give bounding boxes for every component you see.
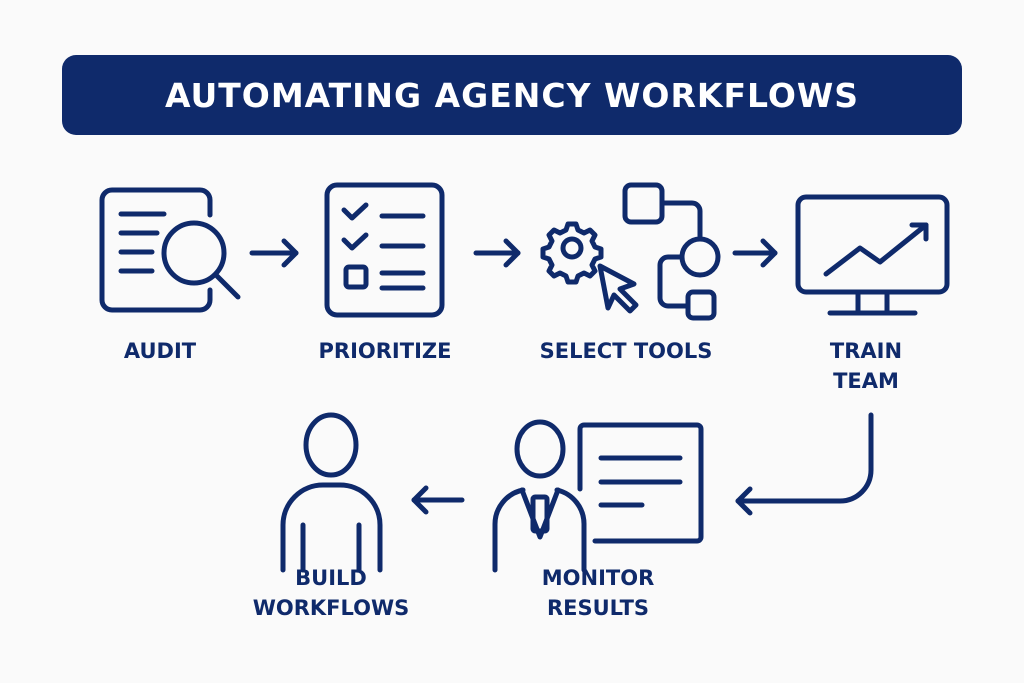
arrow-right-icon [249,238,299,268]
arrow-left-icon [411,485,465,515]
checklist-icon [324,182,445,318]
step-label-audit: AUDIT [123,339,197,363]
presenter-board-icon [492,419,704,573]
label-line: WORKFLOWS [252,596,410,620]
title-banner: AUTOMATING AGENCY WORKFLOWS [62,55,962,135]
arrow-right-icon [732,238,778,268]
diagram-title: AUTOMATING AGENCY WORKFLOWS [164,75,860,115]
curved-arrow-icon [735,412,874,516]
document-search-icon [99,187,241,313]
step-label-monitor-results: MONITOR RESULTS [542,563,655,623]
label-line: MONITOR [541,566,655,590]
label-line: TRAIN [829,339,903,363]
arrow-right-icon [473,238,521,268]
step-label-prioritize: PRIORITIZE [318,339,452,363]
step-label-build-workflows: BUILD WORKFLOWS [253,563,410,623]
label-line: TEAM [833,369,899,393]
step-label-train-team: TRAIN TEAM [830,336,902,396]
monitor-chart-icon [795,194,950,316]
step-label-select-tools: SELECT TOOLS [539,339,713,363]
label-line: RESULTS [546,596,650,620]
person-icon [280,412,383,573]
gear-flowchart-icon [540,182,721,321]
label-line: BUILD [295,566,367,590]
